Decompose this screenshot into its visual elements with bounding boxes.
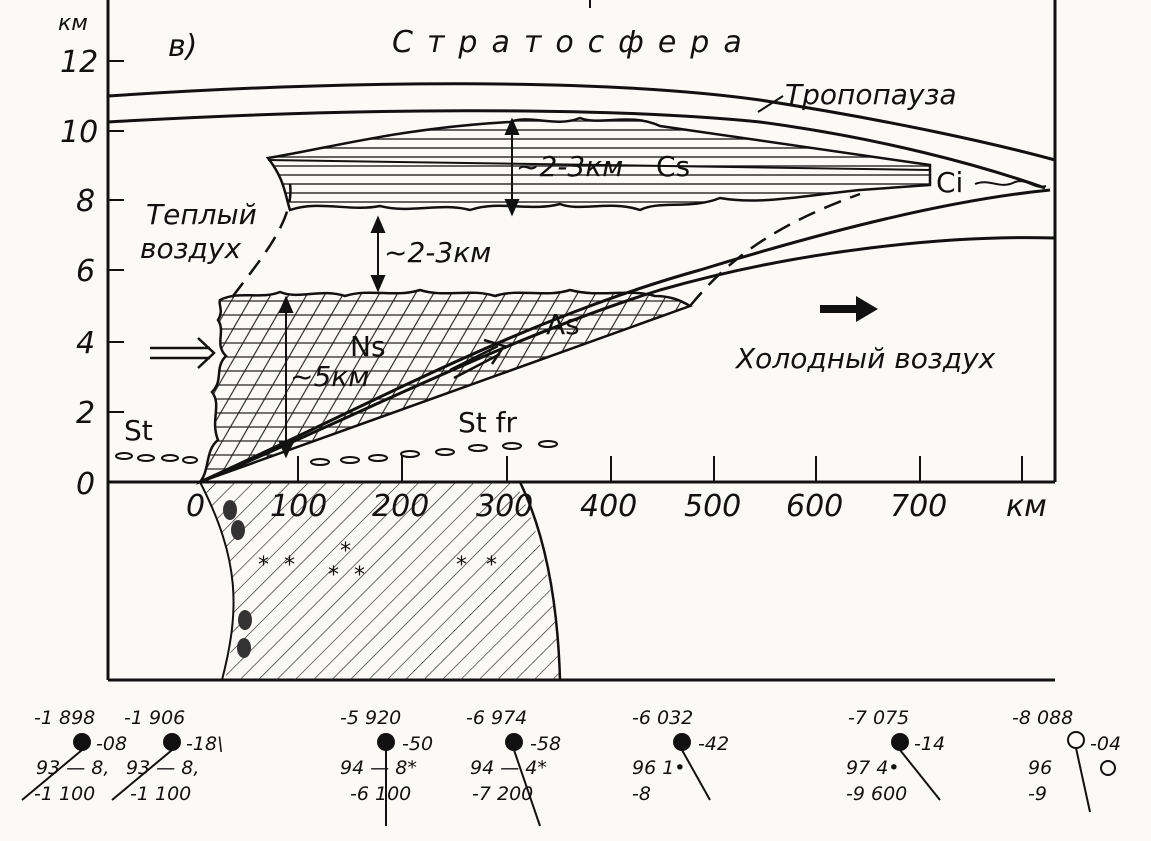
station-model-4: -6 974 -58 94 — 4* -7 200 — [466, 707, 561, 827]
svg-text:-9 600: -9 600 — [846, 783, 907, 805]
station-model-5: -6 032 -42 96 1• -8 — [632, 707, 729, 805]
svg-text:94 — 4*: 94 — 4* — [470, 757, 547, 779]
ns-as-cloud — [196, 288, 693, 485]
warm-air-arrow — [150, 337, 216, 369]
station-model-2: -1 906 -18\ 93 — 8, -1 100 — [111, 707, 223, 805]
svg-text:96: 96 — [1028, 757, 1052, 779]
y-tick-0: 0 — [76, 467, 95, 502]
svg-text:*: * — [456, 553, 467, 578]
thickness-arrows — [278, 117, 520, 459]
x-tick-0: 0 — [186, 489, 205, 524]
svg-text:*: * — [328, 563, 339, 588]
svg-text:93 — 8,: 93 — 8, — [36, 757, 109, 779]
svg-text:*: * — [486, 553, 497, 578]
cs-label: Cs — [656, 150, 690, 183]
y-tick-8: 8 — [76, 184, 95, 219]
y-tick-12: 12 — [60, 45, 98, 80]
svg-text:94 — 8*: 94 — 8* — [340, 757, 417, 779]
x-tick-400: 400 — [580, 489, 637, 524]
svg-text:-8 088: -8 088 — [1012, 707, 1073, 729]
svg-text:-1 906: -1 906 — [124, 707, 185, 729]
y-tick-10: 10 — [60, 115, 98, 150]
precipitation-boundary-left — [199, 481, 235, 681]
svg-text:-42: -42 — [698, 733, 729, 755]
svg-text:96 1•: 96 1• — [632, 757, 686, 779]
svg-text:-14: -14 — [914, 733, 945, 755]
y-axis-unit: км — [58, 11, 88, 36]
svg-text:*: * — [258, 553, 269, 578]
st-fr-cloud — [310, 440, 558, 466]
ns-label: Ns — [350, 330, 386, 363]
precipitation-zone — [200, 482, 560, 680]
svg-text:-8: -8 — [632, 783, 651, 805]
stratosphere-label: Стратосфера — [392, 25, 756, 60]
panel-label: в) — [168, 29, 197, 64]
station-model-6: -7 075 -14 97 4• -9 600 — [846, 707, 945, 805]
svg-text:*: * — [354, 563, 365, 588]
rain-drops — [223, 500, 252, 658]
dashed-front — [689, 192, 861, 307]
warm-air-label-2: воздух — [140, 232, 241, 265]
st-fr-label: St fr — [458, 406, 518, 439]
cs-thickness-label: ~2-3км — [516, 150, 623, 183]
tropopause-leader — [757, 95, 784, 113]
warm-air-label-1: Теплый — [146, 198, 257, 231]
st-cloud — [115, 452, 198, 464]
svg-text:-18\: -18\ — [186, 733, 223, 755]
svg-text:93 — 8,: 93 — 8, — [126, 757, 199, 779]
svg-text:97 4•: 97 4• — [846, 757, 900, 779]
as-label: As — [546, 308, 580, 341]
svg-text:-08: -08 — [96, 733, 127, 755]
svg-text:-1 100: -1 100 — [34, 783, 95, 805]
ci-cloud — [974, 180, 1047, 188]
ns-thickness-label: ~5км — [290, 360, 369, 393]
svg-text:-7 200: -7 200 — [472, 783, 533, 805]
x-axis-unit: км — [1006, 489, 1047, 524]
station-model-1: -1 898 -08 93 — 8, -1 100 — [21, 707, 127, 805]
x-tick-600: 600 — [786, 489, 843, 524]
svg-text:-6 974: -6 974 — [466, 707, 527, 729]
frontal-surface — [199, 188, 1056, 484]
gap-thickness-label: ~2-3км — [384, 236, 491, 269]
svg-text:-9: -9 — [1028, 783, 1047, 805]
y-tick-6: 6 — [76, 254, 95, 289]
svg-text:*: * — [284, 553, 295, 578]
y-axis: км 12 10 8 6 4 2 0 — [58, 11, 124, 502]
svg-text:-6 100: -6 100 — [350, 783, 411, 805]
precipitation-boundary — [518, 481, 562, 681]
dashed-warm-edge — [229, 183, 292, 301]
tropopause-label: Тропопауза — [785, 78, 957, 111]
svg-text:-50: -50 — [402, 733, 433, 755]
station-model-7: -8 088 -04 96 -9 — [1012, 707, 1121, 813]
svg-text:-1 100: -1 100 — [130, 783, 191, 805]
x-tick-700: 700 — [890, 489, 947, 524]
svg-text:-5 920: -5 920 — [340, 707, 401, 729]
tropopause — [107, 82, 1056, 190]
cold-air-arrow — [820, 296, 878, 322]
svg-text:-7 075: -7 075 — [848, 707, 909, 729]
svg-text:*: * — [340, 539, 351, 564]
ascent-arrow — [449, 338, 506, 380]
snow-symbols: ** ** * ** — [258, 539, 497, 588]
st-label: St — [124, 414, 153, 447]
svg-text:-04: -04 — [1090, 733, 1121, 755]
cold-air-label: Холодный воздух — [734, 342, 996, 375]
svg-text:-6 032: -6 032 — [632, 707, 693, 729]
y-tick-2: 2 — [76, 396, 95, 431]
x-tick-500: 500 — [684, 489, 741, 524]
svg-text:-1 898: -1 898 — [34, 707, 95, 729]
station-model-3: -5 920 -50 94 — 8* -6 100 — [340, 707, 433, 826]
cs-lower-edge — [267, 159, 931, 171]
ci-label: Ci — [936, 166, 963, 199]
svg-text:-58: -58 — [530, 733, 561, 755]
y-tick-4: 4 — [76, 326, 95, 361]
